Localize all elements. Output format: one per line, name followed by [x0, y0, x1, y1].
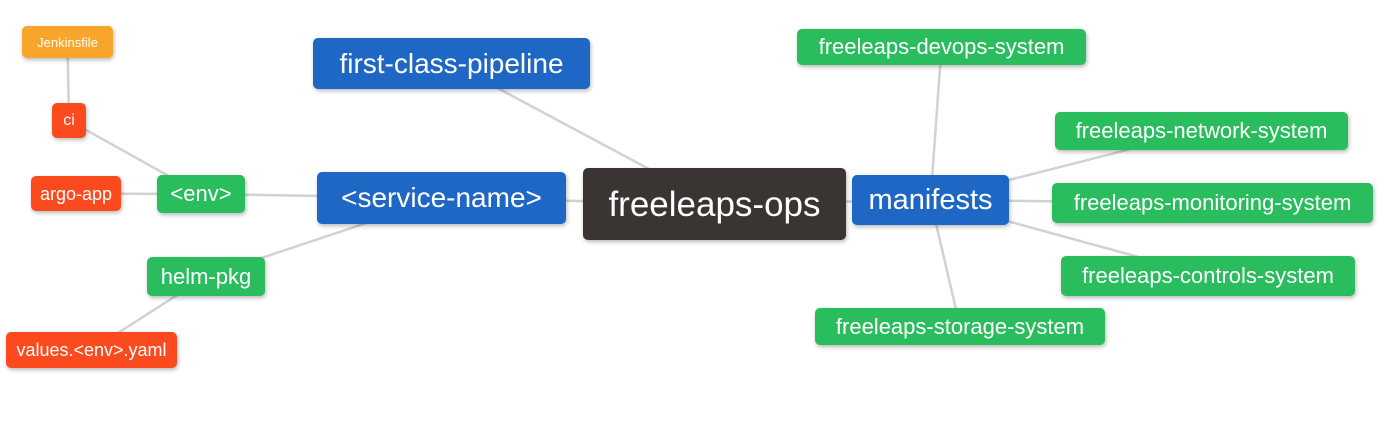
node-freeleaps-controls-system[interactable]: freeleaps-controls-system: [1061, 256, 1355, 296]
node-manifests[interactable]: manifests: [852, 175, 1009, 225]
node-values-env-yaml[interactable]: values.<env>.yaml: [6, 332, 177, 368]
node-env[interactable]: <env>: [157, 175, 245, 213]
node-freeleaps-storage-system[interactable]: freeleaps-storage-system: [815, 308, 1105, 345]
node-freeleaps-monitoring-system[interactable]: freeleaps-monitoring-system: [1052, 183, 1373, 223]
node-helm-pkg[interactable]: helm-pkg: [147, 257, 265, 296]
node-ci[interactable]: ci: [52, 103, 86, 138]
node-freeleaps-ops-root[interactable]: freeleaps-ops: [583, 168, 846, 240]
node-service-name[interactable]: <service-name>: [317, 172, 566, 224]
node-freeleaps-devops-system[interactable]: freeleaps-devops-system: [797, 29, 1086, 65]
node-freeleaps-network-system[interactable]: freeleaps-network-system: [1055, 112, 1348, 150]
node-argo-app[interactable]: argo-app: [31, 176, 121, 211]
node-jenkinsfile[interactable]: Jenkinsfile: [22, 26, 113, 58]
node-first-class-pipeline[interactable]: first-class-pipeline: [313, 38, 590, 89]
